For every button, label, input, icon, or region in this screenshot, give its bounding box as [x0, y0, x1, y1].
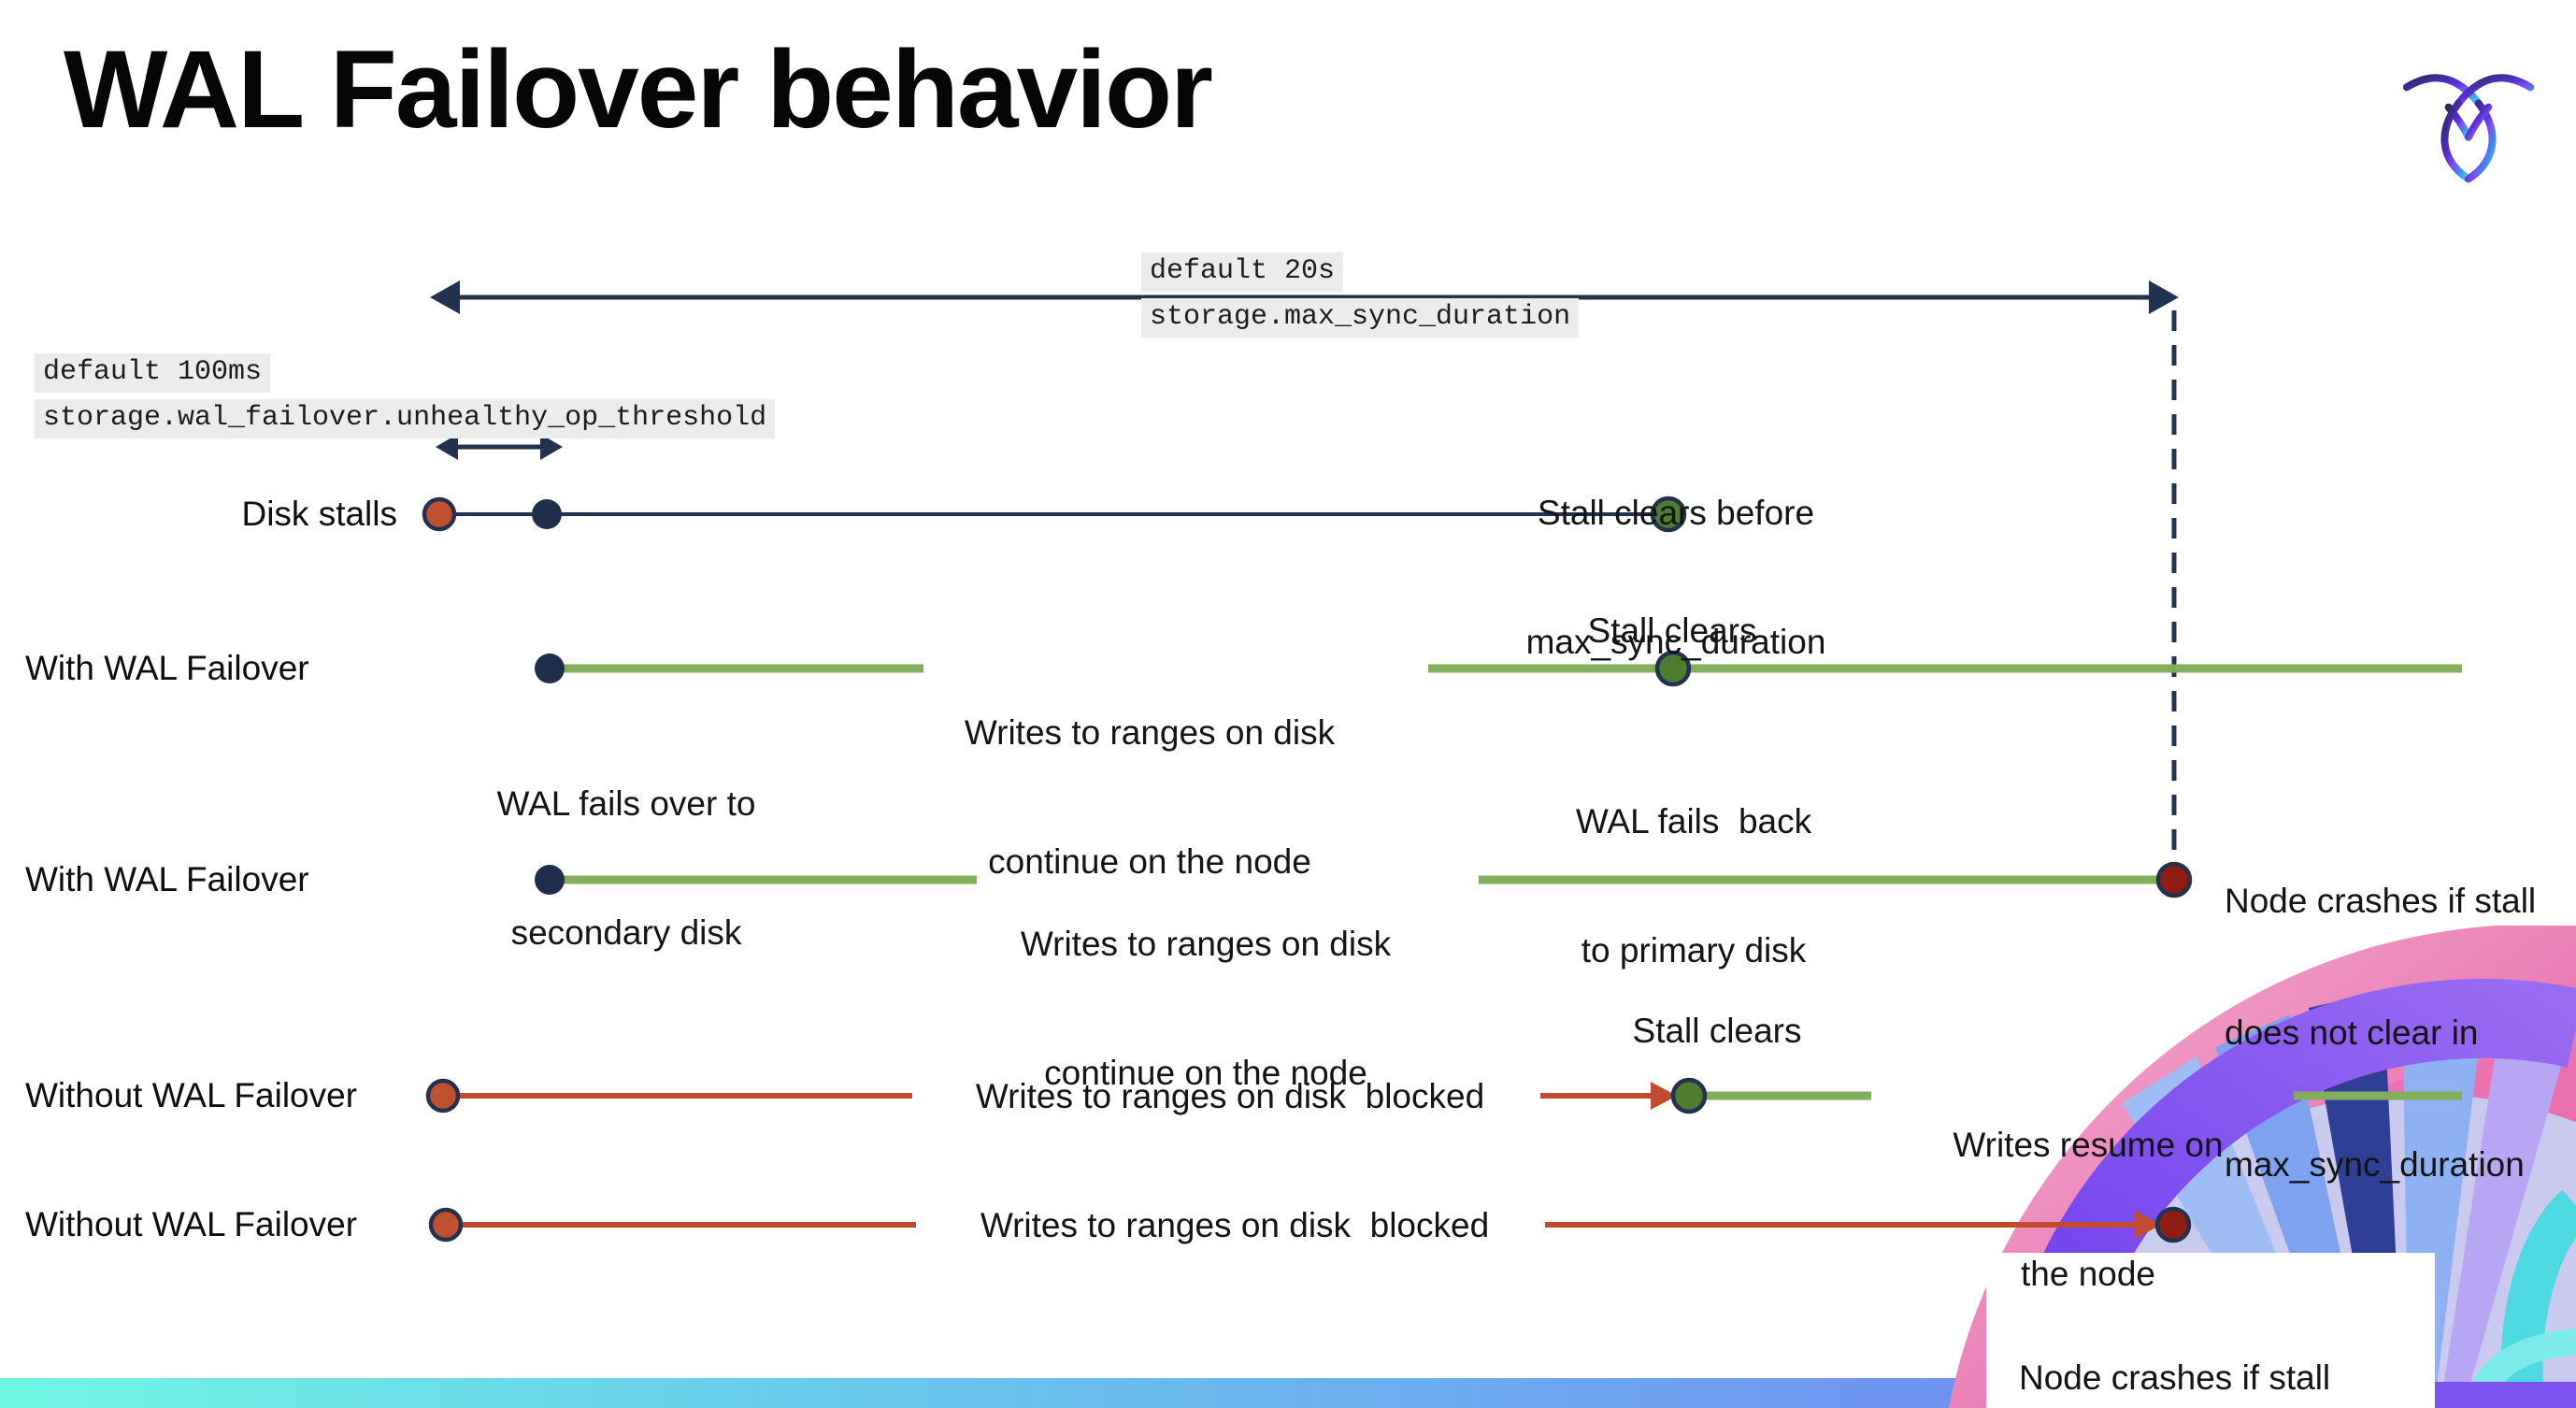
timeline-with-failover-recover — [535, 650, 2462, 687]
note-writes-blocked-1: Writes to ranges on disk blocked — [975, 1077, 1485, 1115]
timeline-disk-stalls — [422, 496, 1687, 533]
failover-dot — [535, 865, 565, 895]
crash-dot — [2155, 861, 2193, 898]
stall-start-dot — [428, 1207, 464, 1243]
cockroachdb-logo-icon — [2402, 74, 2535, 183]
row-label-without-failover-1: Without WAL Failover — [25, 1076, 358, 1114]
timeline-without-failover-crash — [428, 1206, 2192, 1243]
unhealthy-op-threshold-label: default 100ms storage.wal_failover.unhea… — [35, 353, 776, 438]
row-label-with-failover-1: With WAL Failover — [25, 649, 309, 687]
page-title: WAL Failover behavior — [64, 28, 1213, 151]
stall-start-dot — [422, 496, 457, 532]
unhealthy-op-threshold-arrow — [436, 434, 563, 460]
note-stall-clears-2: Stall clears — [1632, 1012, 1802, 1050]
note-writes-continue-2: Writes to ranges on disk continue on the… — [1020, 925, 1392, 1092]
note-writes-continue-1: Writes to ranges on disk continue on the… — [964, 713, 1336, 881]
max-sync-duration-arrow — [430, 280, 2179, 314]
crash-dot — [2154, 1206, 2192, 1243]
unhealthy-op-default-value: default 100ms — [35, 353, 271, 393]
stall-start-dot — [425, 1078, 461, 1113]
note-wal-fails-back: WAL fails back to primary disk — [1575, 802, 1812, 970]
crash-callout-box — [1986, 1253, 2435, 1408]
row-label-without-failover-2: Without WAL Failover — [25, 1205, 358, 1243]
note-writes-blocked-2: Writes to ranges on disk blocked — [980, 1206, 1490, 1244]
note-wal-fails-over: WAL fails over to secondary disk — [496, 784, 756, 952]
row-label-disk-stalls: Disk stalls — [241, 495, 397, 533]
unhealthy-op-setting-name: storage.wal_failover.unhealthy_op_thresh… — [35, 399, 776, 438]
note-node-crashes-1: Node crashes if stall does not clear in … — [2225, 882, 2537, 1184]
failover-dot — [535, 654, 565, 683]
note-node-crashes-2: Node crashes if stall does not clear in … — [2019, 1358, 2331, 1397]
max-sync-duration-label: default 20s storage.max_sync_duration — [1141, 252, 1580, 338]
row-label-with-failover-2: With WAL Failover — [25, 860, 309, 898]
timeline-with-failover-crash — [535, 861, 2193, 898]
note-writes-resume: Writes resume on the node — [1953, 1126, 2224, 1293]
note-stall-clears-1: Stall clears — [1587, 611, 1757, 650]
max-sync-default-value: default 20s — [1141, 252, 1344, 292]
note-stall-clears-before: Stall clears before max_sync_duration — [1525, 494, 1826, 661]
threshold-dot — [532, 499, 562, 529]
max-sync-setting-name: storage.max_sync_duration — [1141, 298, 1580, 338]
stall-clears-dot — [1650, 496, 1687, 533]
stall-clears-dot — [1670, 1077, 1708, 1114]
timeline-without-failover-recover — [425, 1077, 2462, 1114]
stall-clears-dot — [1654, 650, 1692, 687]
